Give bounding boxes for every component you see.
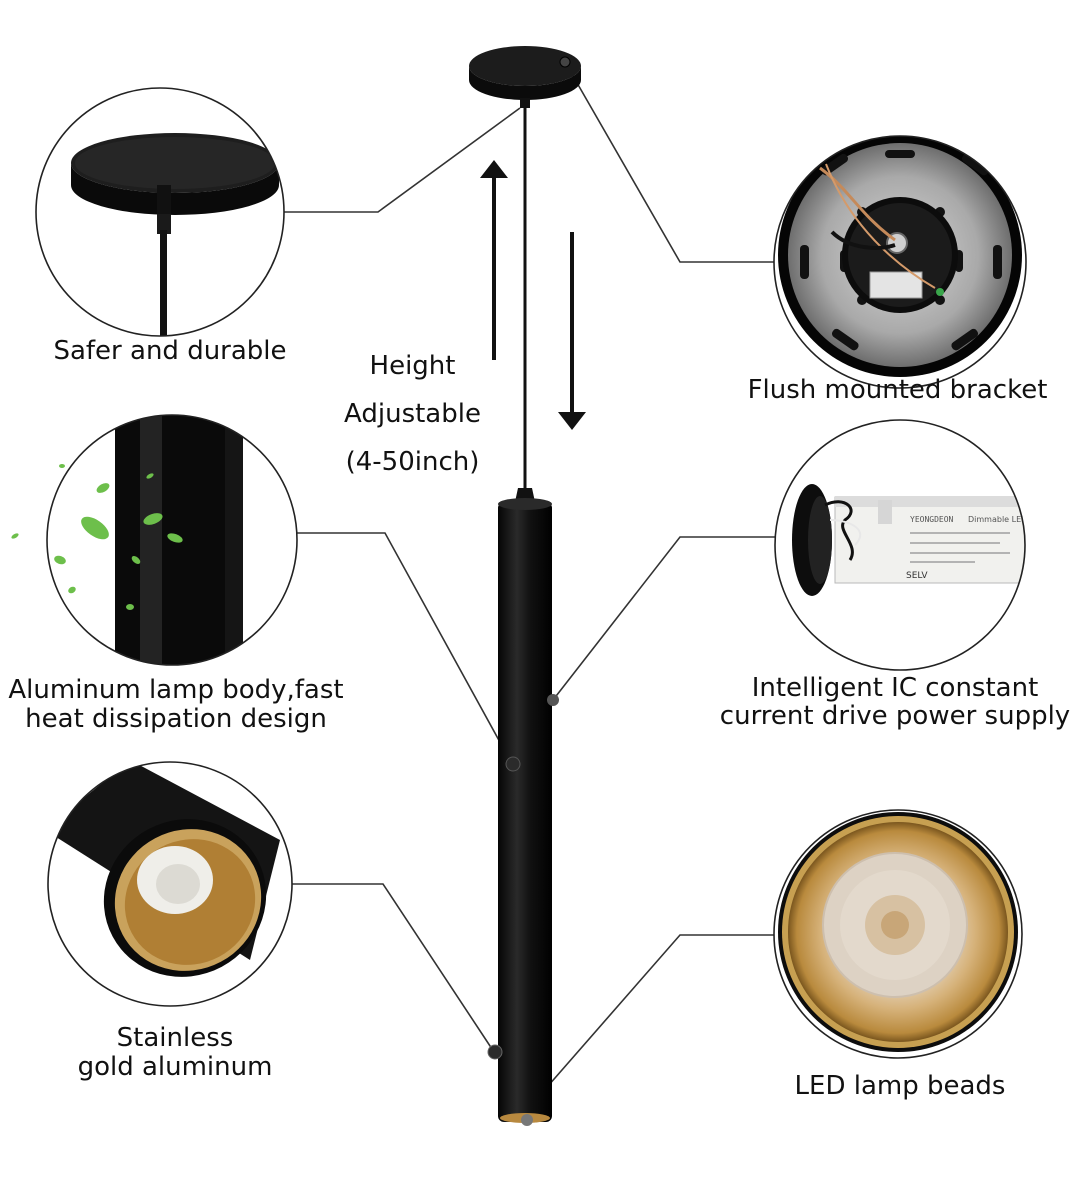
leader-line-gold bbox=[292, 883, 495, 1053]
detail-circle-body bbox=[11, 414, 298, 666]
label-ic-line-2: current drive power supply bbox=[719, 701, 1071, 731]
label-safer-durable: Safer and durable bbox=[53, 336, 287, 366]
driver-type: Dimmable LED bbox=[968, 515, 1027, 524]
leader-lines bbox=[283, 61, 778, 1111]
detail-circle-bracket bbox=[773, 135, 1027, 389]
label-aluminum-line-2: heat dissipation design bbox=[25, 704, 327, 734]
lamp-tube-cap bbox=[498, 498, 552, 510]
label-ic-line-1: Intelligent IC constant bbox=[751, 673, 1039, 703]
lamp-tube bbox=[498, 502, 552, 1122]
label-height-line-1: Height bbox=[369, 351, 456, 381]
driver-mark: SELV bbox=[906, 571, 928, 581]
label-ic-driver: Intelligent IC constant current drive po… bbox=[710, 674, 1080, 730]
leader-line-bracket bbox=[564, 61, 775, 263]
arrow-down-icon bbox=[558, 412, 586, 430]
leader-line-body bbox=[294, 532, 513, 765]
canopy-top bbox=[469, 46, 581, 86]
arrow-up-icon bbox=[480, 160, 508, 178]
label-height-adjustable: Height Adjustable (4-50inch) bbox=[330, 342, 495, 486]
detail-circle-driver: YEONGDEON Dimmable LED SELV bbox=[774, 419, 1027, 671]
label-aluminum-body: Aluminum lamp body,fast heat dissipation… bbox=[0, 676, 352, 734]
label-stainless-line-1: Stainless bbox=[116, 1023, 234, 1053]
detail-circle-led bbox=[773, 809, 1023, 1059]
label-aluminum-line-1: Aluminum lamp body,fast bbox=[8, 675, 344, 705]
label-led-beads: LED lamp beads bbox=[794, 1071, 1006, 1101]
label-stainless-gold: Stainless gold aluminum bbox=[55, 1024, 295, 1082]
label-height-line-3: (4-50inch) bbox=[345, 447, 480, 477]
label-flush-bracket: Flush mounted bracket bbox=[747, 375, 1048, 405]
height-arrows bbox=[480, 160, 586, 430]
leader-line-canopy bbox=[283, 107, 521, 213]
leader-line-led bbox=[526, 934, 777, 1111]
canopy-screw bbox=[559, 56, 571, 68]
canopy-body bbox=[469, 66, 581, 100]
detail-circle-gold bbox=[47, 761, 293, 1007]
detail-circle-canopy bbox=[35, 87, 285, 337]
leaf-icons bbox=[11, 464, 183, 610]
driver-brand: YEONGDEON bbox=[910, 515, 954, 524]
pendant-lamp bbox=[469, 46, 581, 1126]
canopy-stem bbox=[520, 98, 530, 108]
leader-line-driver bbox=[552, 536, 778, 701]
label-stainless-line-2: gold aluminum bbox=[77, 1052, 273, 1082]
label-height-line-2: Adjustable bbox=[344, 399, 481, 429]
